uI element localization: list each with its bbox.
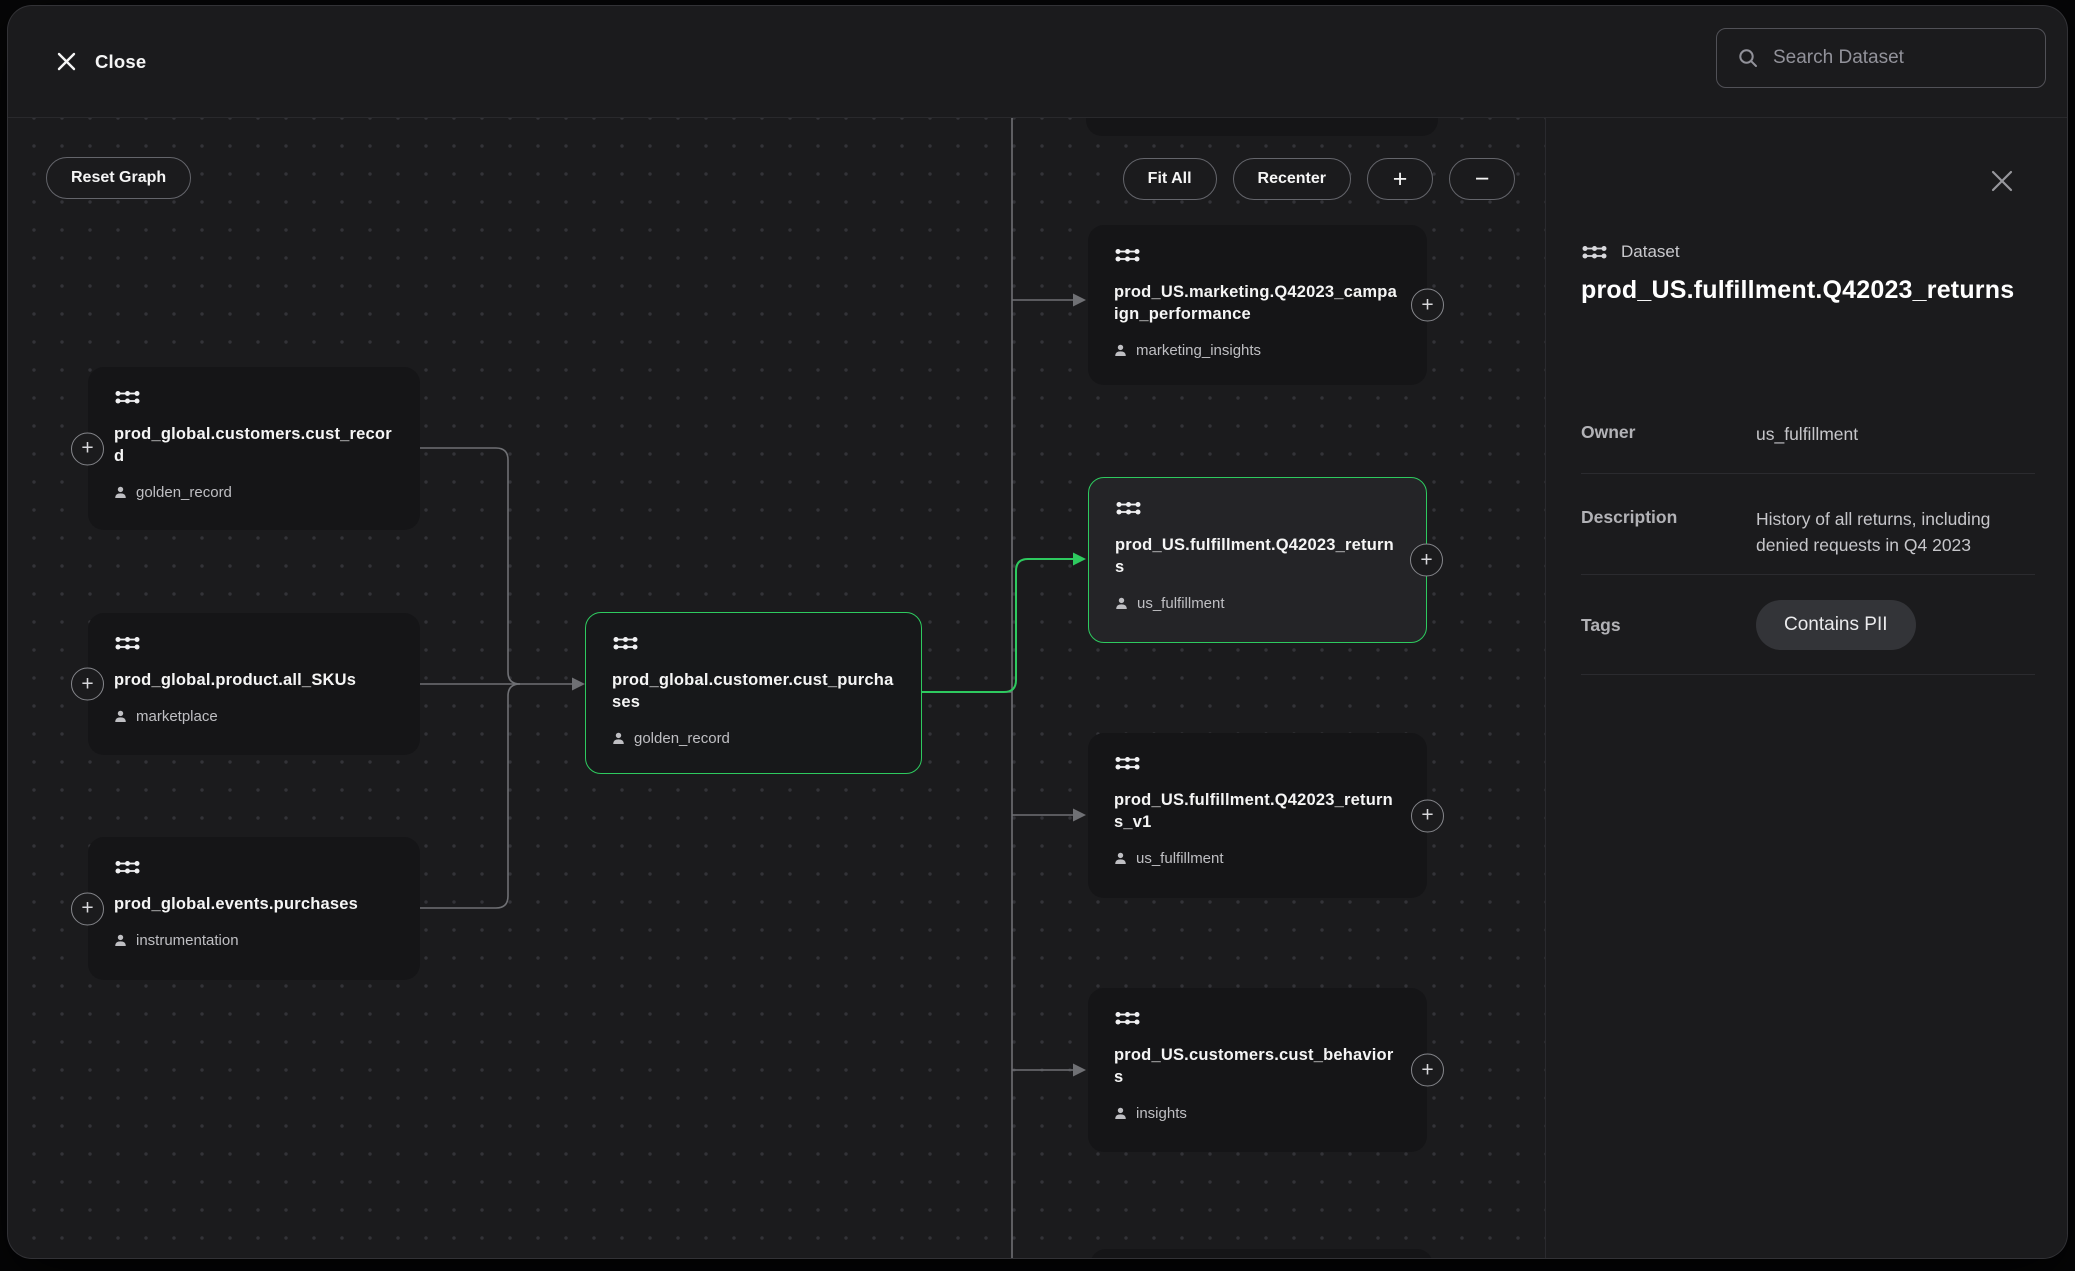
dataset-grid-icon — [114, 635, 141, 652]
node-owner: insights — [1136, 1104, 1187, 1122]
node-all-skus[interactable]: prod_global.product.all_SKUs marketplace… — [71, 613, 420, 755]
tags-label: Tags — [1581, 614, 1621, 635]
person-icon — [1114, 344, 1127, 357]
node-owner: marketplace — [136, 707, 218, 725]
dataset-grid-icon — [612, 635, 639, 652]
node-owner: us_fulfillment — [1136, 849, 1224, 867]
top-bar: Close — [8, 6, 2067, 118]
owner-field-row: Owner us_fulfillment — [1581, 414, 2035, 475]
node-title: prod_global.events.purchases — [114, 895, 359, 913]
node-campaign-performance[interactable]: prod_US.marketing.Q42023_campaign_perfor… — [1088, 225, 1444, 385]
expand-upstream-button[interactable]: + — [71, 892, 104, 925]
search-input[interactable] — [1773, 47, 2025, 69]
search-icon — [1737, 47, 1759, 69]
dataset-detail-panel: Dataset prod_US.fulfillment.Q42023_retur… — [1545, 118, 2067, 1258]
node-cust-behaviors[interactable]: prod_US.customers.cust_behaviors insight… — [1088, 988, 1444, 1152]
node-title: prod_global.customer.cust_purchases — [612, 671, 894, 711]
dataset-grid-icon — [1115, 500, 1142, 517]
expand-downstream-button[interactable]: + — [1411, 1053, 1444, 1087]
node-cust-purchases[interactable]: prod_global.customer.cust_purchases gold… — [585, 612, 922, 774]
node-owner: golden_record — [634, 729, 730, 747]
node-title: prod_US.customers.cust_behaviors — [1114, 1046, 1394, 1086]
dataset-grid-icon — [1581, 244, 1608, 261]
expand-upstream-button[interactable]: + — [71, 432, 104, 465]
canvas-toolbar: Fit All Recenter + − — [1122, 158, 1515, 200]
node-owner: us_fulfillment — [1137, 594, 1225, 612]
dataset-grid-icon — [114, 389, 141, 406]
node-partial-top[interactable] — [1086, 118, 1438, 136]
node-title: prod_global.customers.cust_record — [114, 425, 392, 465]
node-q42023-returns[interactable]: prod_US.fulfillment.Q42023_returns us_fu… — [1088, 477, 1443, 643]
tag-contains-pii: Contains PII — [1756, 600, 1916, 651]
close-button[interactable]: Close — [56, 51, 146, 73]
close-label: Close — [95, 50, 147, 72]
reset-graph-button[interactable]: Reset Graph — [46, 157, 192, 199]
node-title: prod_US.fulfillment.Q42023_returns — [1115, 536, 1394, 576]
description-field-row: Description History of all returns, incl… — [1581, 474, 2035, 576]
node-owner: golden_record — [136, 483, 232, 501]
node-events-purchases[interactable]: prod_global.events.purchases instrumenta… — [71, 837, 420, 980]
dataset-grid-icon — [1114, 247, 1141, 264]
person-icon — [114, 710, 127, 723]
person-icon — [1115, 597, 1128, 610]
lineage-canvas[interactable]: Reset Graph Fit All Recenter + − prod_gl… — [8, 118, 1545, 1258]
recenter-button[interactable]: Recenter — [1232, 158, 1351, 200]
owner-value: us_fulfillment — [1756, 424, 1859, 444]
expand-upstream-button[interactable]: + — [71, 667, 104, 701]
zoom-out-button[interactable]: − — [1449, 158, 1515, 200]
tags-field-row: Tags Contains PII — [1581, 575, 2035, 676]
search-box — [1716, 28, 2046, 88]
description-value: History of all returns, including denied… — [1756, 509, 1991, 555]
dataset-grid-icon — [114, 859, 141, 876]
person-icon — [114, 934, 127, 947]
dataset-title: prod_US.fulfillment.Q42023_returns — [1581, 276, 2015, 304]
node-q42023-returns-v1[interactable]: prod_US.fulfillment.Q42023_returns_v1 us… — [1088, 733, 1444, 898]
dataset-fields: Owner us_fulfillment Description History… — [1581, 414, 2035, 676]
close-icon — [56, 51, 77, 72]
node-partial-bottom[interactable] — [1090, 1249, 1433, 1258]
dataset-grid-icon — [1114, 755, 1141, 772]
dataset-type-label: Dataset — [1621, 242, 1680, 261]
expand-downstream-button[interactable]: + — [1410, 543, 1443, 577]
node-title: prod_US.fulfillment.Q42023_returns_v1 — [1114, 791, 1393, 831]
person-icon — [1114, 852, 1127, 865]
node-cust-record[interactable]: prod_global.customers.cust_record golden… — [71, 367, 420, 530]
dataset-grid-icon — [1114, 1010, 1141, 1027]
fit-all-button[interactable]: Fit All — [1122, 158, 1217, 200]
person-icon — [114, 486, 127, 499]
dataset-type-row: Dataset — [1581, 242, 1680, 262]
zoom-in-button[interactable]: + — [1367, 158, 1433, 200]
expand-downstream-button[interactable]: + — [1411, 799, 1444, 832]
node-owner: instrumentation — [136, 931, 239, 949]
description-label: Description — [1581, 507, 1678, 528]
node-title: prod_global.product.all_SKUs — [114, 671, 357, 689]
node-title: prod_US.marketing.Q42023_campaign_perfor… — [1114, 283, 1397, 323]
panel-close-button[interactable] — [1989, 168, 2015, 199]
lineage-window: Close — [8, 6, 2067, 1258]
node-owner: marketing_insights — [1136, 341, 1262, 359]
person-icon — [1114, 1107, 1127, 1120]
owner-label: Owner — [1581, 422, 1636, 442]
person-icon — [612, 732, 625, 745]
expand-downstream-button[interactable]: + — [1411, 288, 1444, 322]
